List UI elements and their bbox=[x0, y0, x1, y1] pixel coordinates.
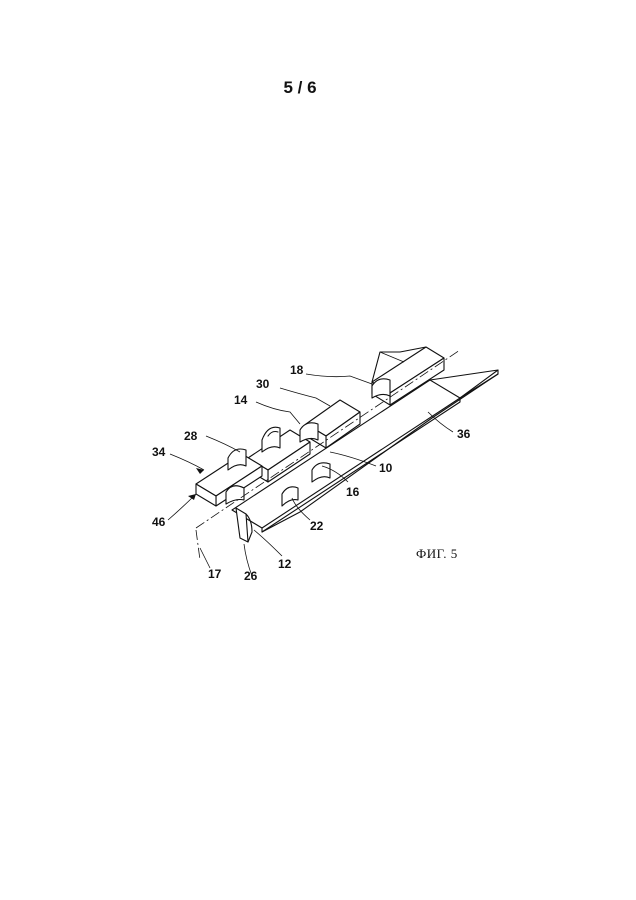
ref-14: 14 bbox=[234, 393, 248, 407]
ref-10: 10 bbox=[379, 461, 393, 475]
ref-46: 46 bbox=[152, 515, 166, 529]
ref-28: 28 bbox=[184, 429, 198, 443]
ref-30: 30 bbox=[256, 377, 270, 391]
ref-36: 36 bbox=[457, 427, 471, 441]
ref-12: 12 bbox=[278, 557, 292, 571]
hinge-axis-extension bbox=[196, 530, 200, 560]
ref-16: 16 bbox=[346, 485, 360, 499]
ref-34: 34 bbox=[152, 445, 166, 459]
ref-17: 17 bbox=[208, 567, 222, 581]
ref-26: 26 bbox=[244, 569, 258, 583]
ref-22: 22 bbox=[310, 519, 324, 533]
figure-caption: ФИГ. 5 bbox=[416, 546, 458, 562]
ref-18: 18 bbox=[290, 363, 304, 377]
